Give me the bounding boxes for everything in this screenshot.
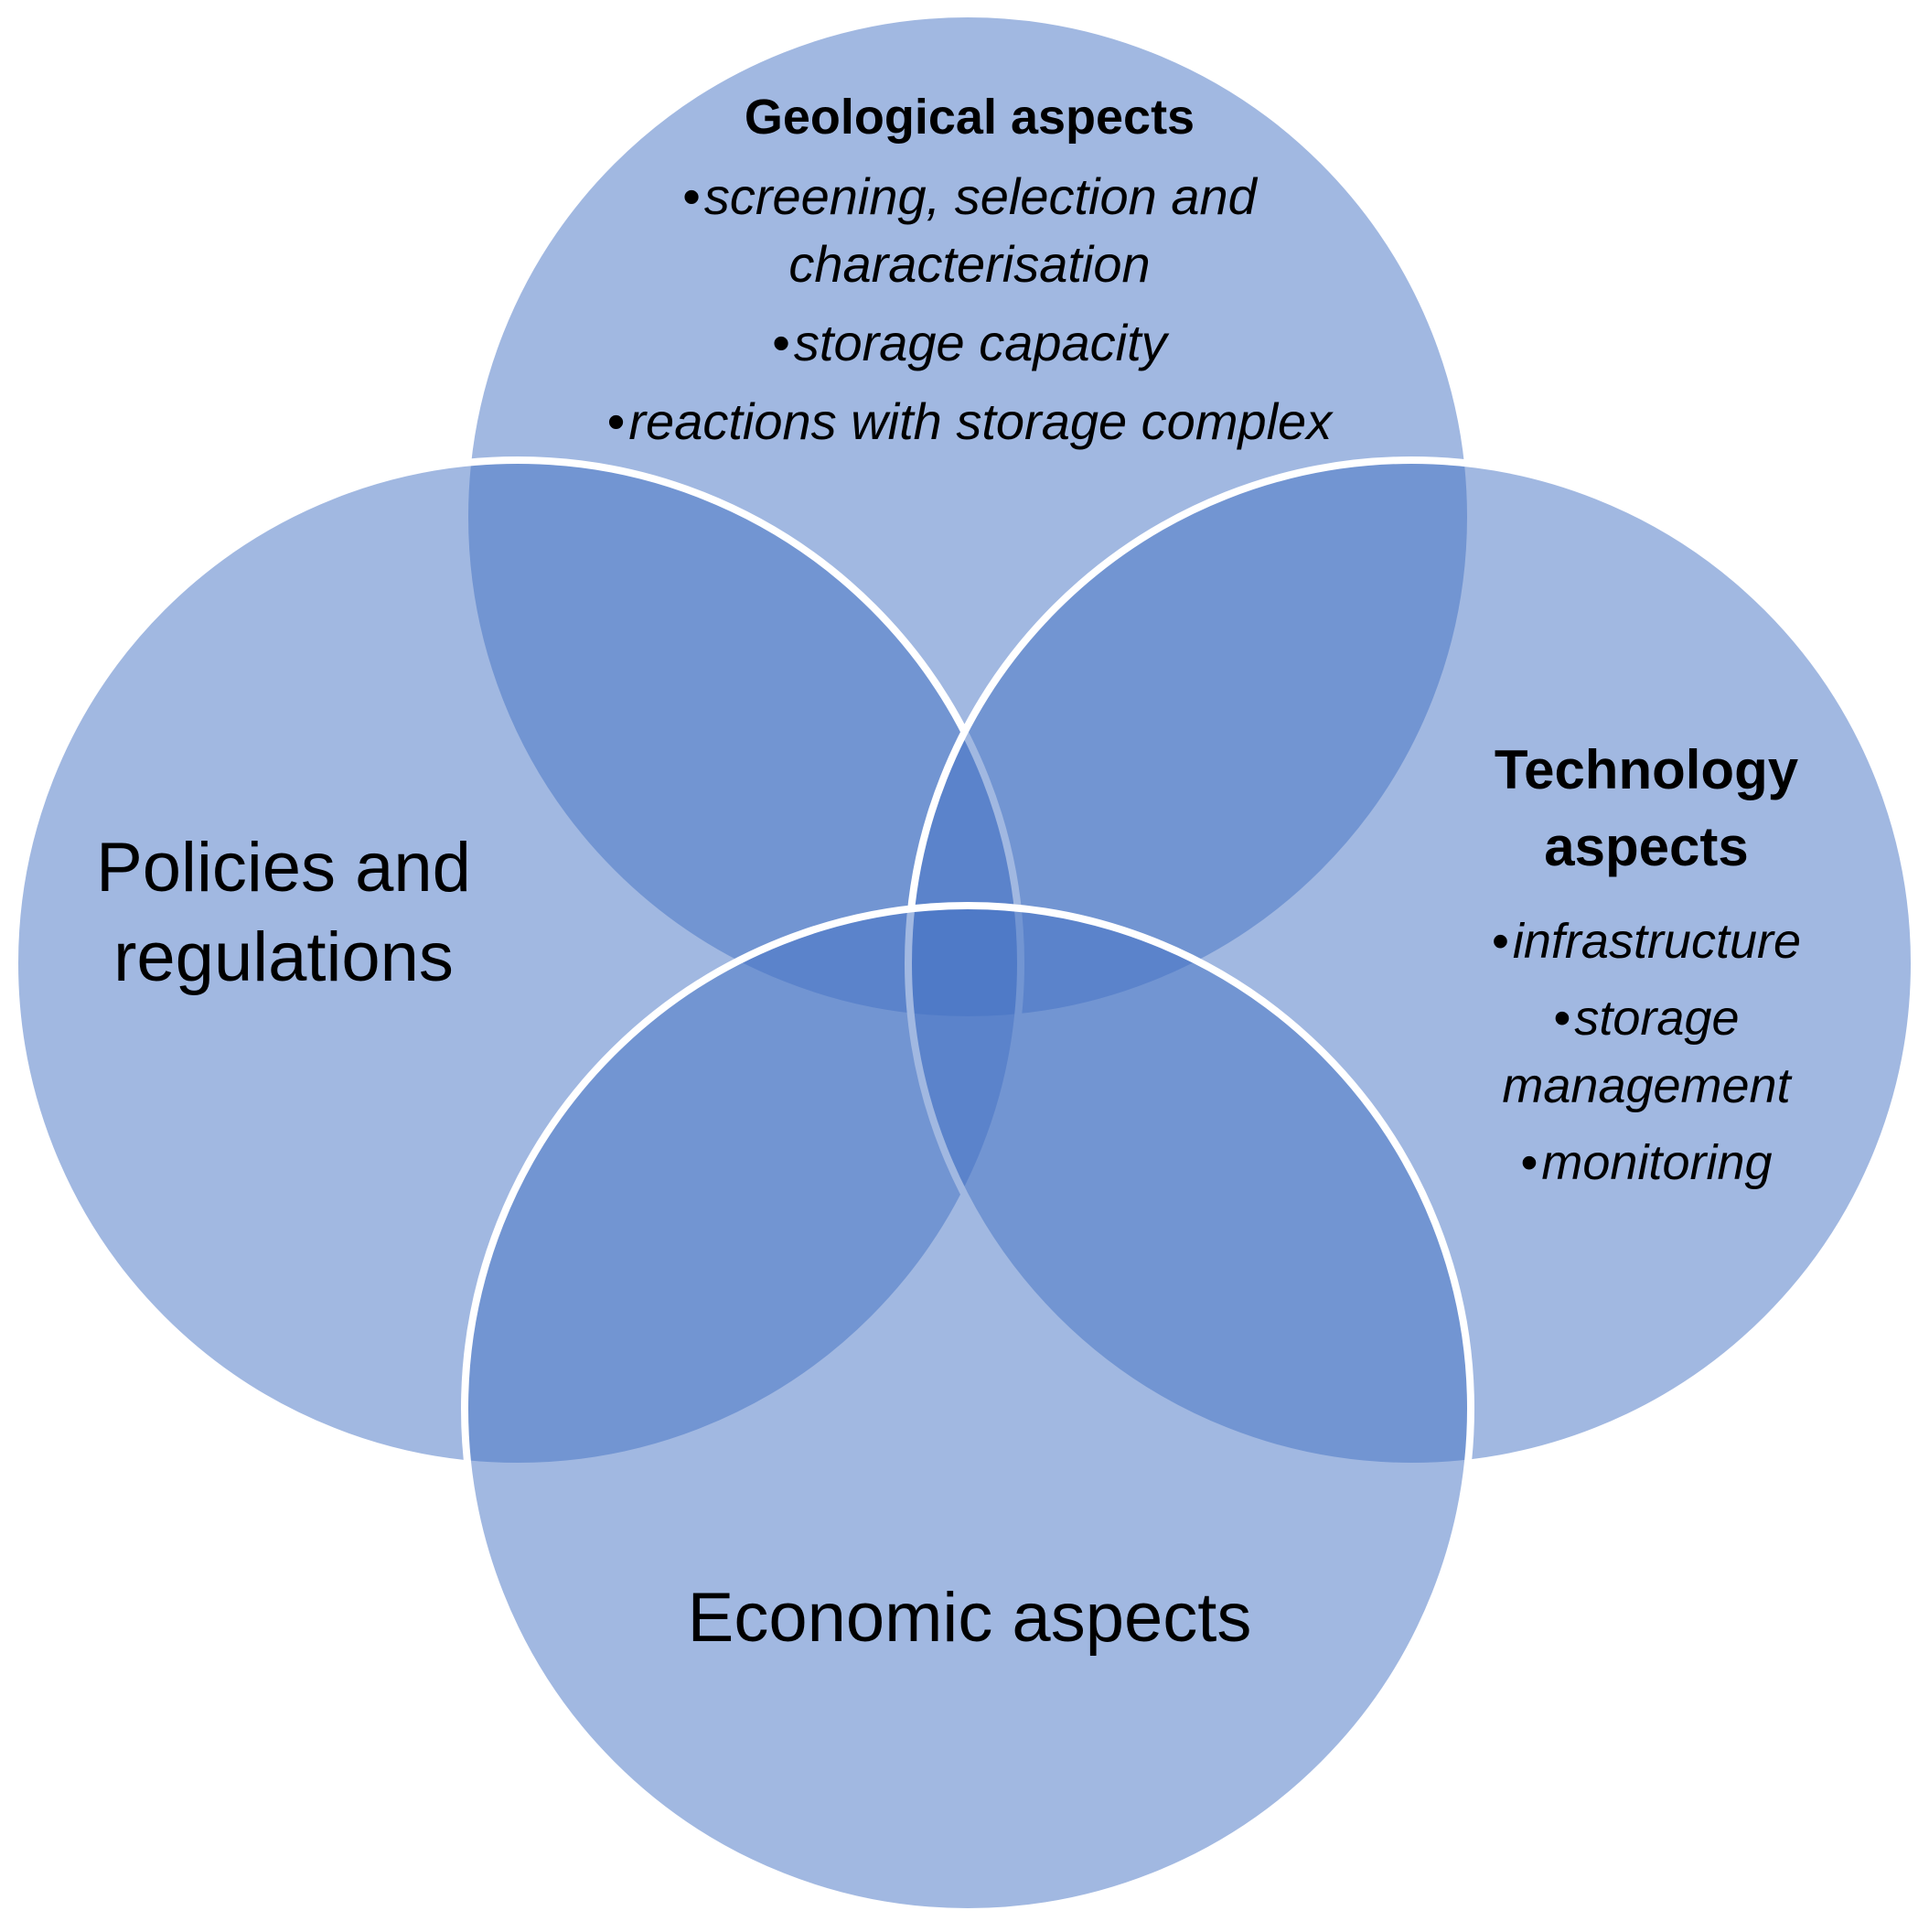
technology-item-monitoring: monitoring [1427, 1129, 1866, 1197]
geological-item-capacity: storage capacity [604, 309, 1335, 377]
geological-item-screening: screening, selection and characterisatio… [604, 163, 1335, 298]
geological-aspects-title: Geological aspects [744, 90, 1195, 145]
policies-regulations-label: Policies and regulations [96, 829, 471, 996]
circle-economic [461, 902, 1474, 1916]
geological-aspects-list: screening, selection and characterisatio… [604, 163, 1335, 456]
technology-aspects-title: Technology aspects [1494, 739, 1799, 877]
economic-aspects-label: Economic aspects [687, 1579, 1252, 1657]
geological-item-reactions: reactions with storage complex [604, 388, 1335, 456]
technology-aspects-block: Technology aspects infrastructure storag… [1427, 732, 1866, 1206]
technology-aspects-list: infrastructure storage management monito… [1427, 907, 1866, 1197]
technology-item-infrastructure: infrastructure [1427, 907, 1866, 975]
technology-item-storage-management: storage management [1427, 984, 1866, 1120]
geological-aspects-block: Geological aspects screening, selection … [604, 88, 1335, 467]
